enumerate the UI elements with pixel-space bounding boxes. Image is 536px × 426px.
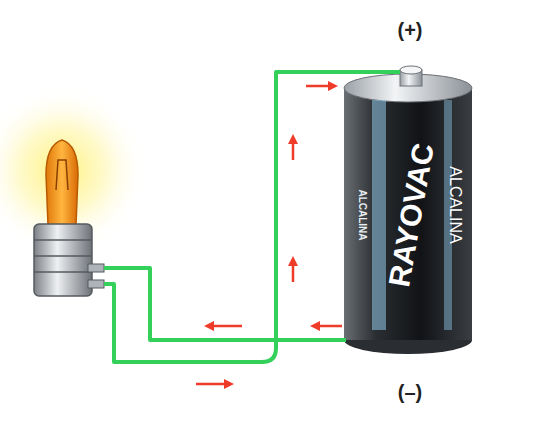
bulb-thread — [34, 255, 92, 257]
wire — [104, 72, 400, 362]
arrow — [328, 81, 338, 91]
arrow — [196, 383, 228, 386]
battery — [344, 66, 472, 354]
arrow — [224, 379, 234, 389]
arrow — [288, 256, 298, 266]
bulb-base — [34, 224, 92, 296]
arrow — [210, 325, 242, 328]
wire — [104, 268, 346, 340]
bulb-contact — [88, 264, 104, 272]
terminal-label: (–) — [398, 382, 422, 402]
battery-body — [344, 88, 472, 340]
arrow — [288, 134, 298, 144]
light-bulb — [34, 140, 104, 296]
bulb-filament — [56, 160, 68, 190]
bulb-thread — [34, 271, 92, 273]
terminal-label: (+) — [398, 20, 423, 40]
bulb-thread — [34, 239, 92, 241]
battery-stripe — [372, 100, 386, 330]
type-label: ALCALINA — [357, 189, 367, 240]
type-label: ALCALINA — [447, 166, 463, 243]
current-arrows — [196, 81, 342, 389]
arrow — [204, 321, 214, 331]
bulb-glass — [46, 140, 78, 225]
wires — [104, 72, 400, 362]
positive-terminal — [400, 66, 422, 74]
bulb-contact — [88, 280, 104, 288]
arrow — [310, 321, 320, 331]
